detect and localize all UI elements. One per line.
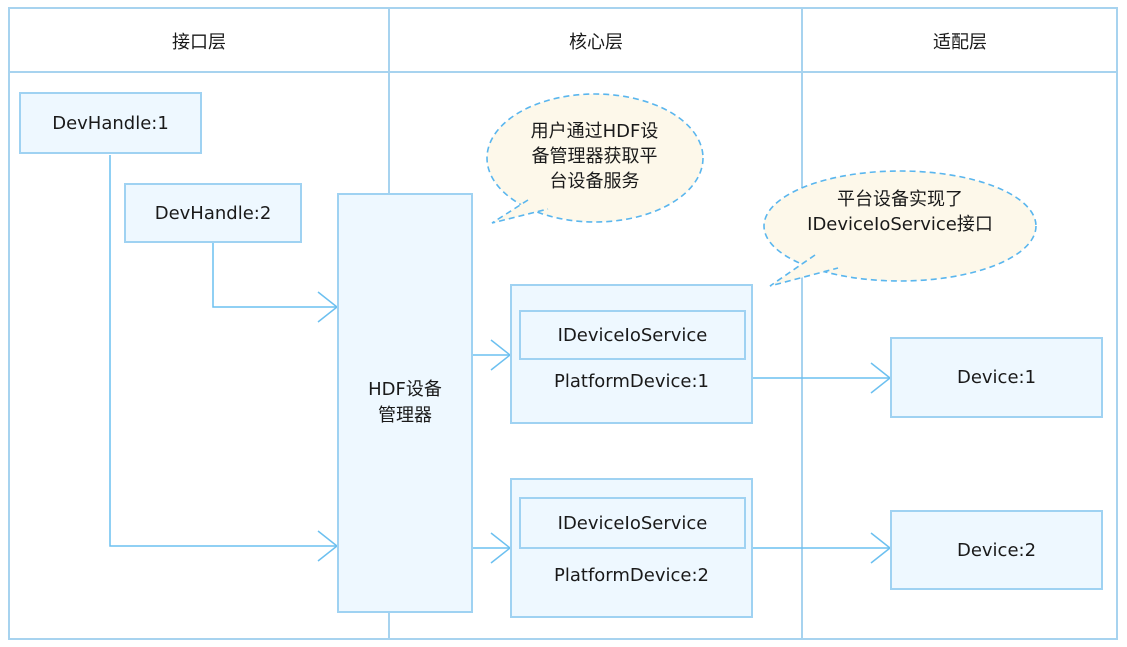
device-1-box: Device:1 <box>890 337 1103 418</box>
platform-device-1-service-box: IDeviceIoService <box>519 310 746 360</box>
platform-device-2-box: IDeviceIoService PlatformDevice:2 <box>510 478 753 618</box>
platform-device-1-box: IDeviceIoService PlatformDevice:1 <box>510 284 753 424</box>
callout-platform-line2: IDeviceIoService接口 <box>807 214 993 235</box>
device-2-label: Device:2 <box>956 539 1037 561</box>
column-header-interface-label: 接口层 <box>172 31 226 53</box>
connector-platform1-to-device1 <box>753 362 892 394</box>
callout-platform-text: 平台设备实现了 IDeviceIoService接口 <box>766 187 1034 237</box>
column-header-core: 核心层 <box>390 9 802 72</box>
column-header-adapter-label: 适配层 <box>933 31 987 53</box>
column-header-interface: 接口层 <box>9 9 389 72</box>
callout-user-line3: 台设备服务 <box>549 171 640 192</box>
devhandle-1-label: DevHandle:1 <box>52 112 169 134</box>
column-header-adapter: 适配层 <box>803 9 1117 72</box>
device-1-label: Device:1 <box>956 367 1037 388</box>
hdf-device-manager-box: HDF设备 管理器 <box>337 193 473 613</box>
callout-user-line1: 用户通过HDF设 <box>530 121 659 142</box>
devhandle-2-label: DevHandle:2 <box>154 202 272 224</box>
platform-device-1-label: PlatformDevice:1 <box>554 371 709 392</box>
callout-user-text: 用户通过HDF设 备管理器获取平 台设备服务 <box>492 119 697 194</box>
connector-devhandle2-to-manager <box>212 243 339 323</box>
devhandle-1-box: DevHandle:1 <box>19 92 202 154</box>
callout-user-line2: 备管理器获取平 <box>531 146 658 167</box>
column-header-core-label: 核心层 <box>569 31 623 53</box>
platform-device-2-service-label: IDeviceIoService <box>557 512 708 534</box>
connector-platform2-to-device2 <box>753 532 892 564</box>
connector-manager-to-platform2 <box>473 532 512 564</box>
connector-manager-to-platform1 <box>473 339 512 371</box>
platform-device-2-label: PlatformDevice:2 <box>554 565 709 586</box>
architecture-diagram-frame <box>8 7 1118 640</box>
hdf-manager-line2: 管理器 <box>378 405 432 426</box>
device-2-box: Device:2 <box>890 510 1103 590</box>
platform-device-2-service-box: IDeviceIoService <box>519 497 746 549</box>
devhandle-2-box: DevHandle:2 <box>124 183 302 243</box>
hdf-manager-line1: HDF设备 <box>368 379 442 400</box>
callout-bubble-platform <box>763 170 1037 287</box>
platform-device-1-service-label: IDeviceIoService <box>557 324 708 346</box>
hdf-device-manager-label: HDF设备 管理器 <box>368 377 442 429</box>
callout-platform-line1: 平台设备实现了 <box>837 189 963 210</box>
callout-bubble-user <box>486 93 704 224</box>
